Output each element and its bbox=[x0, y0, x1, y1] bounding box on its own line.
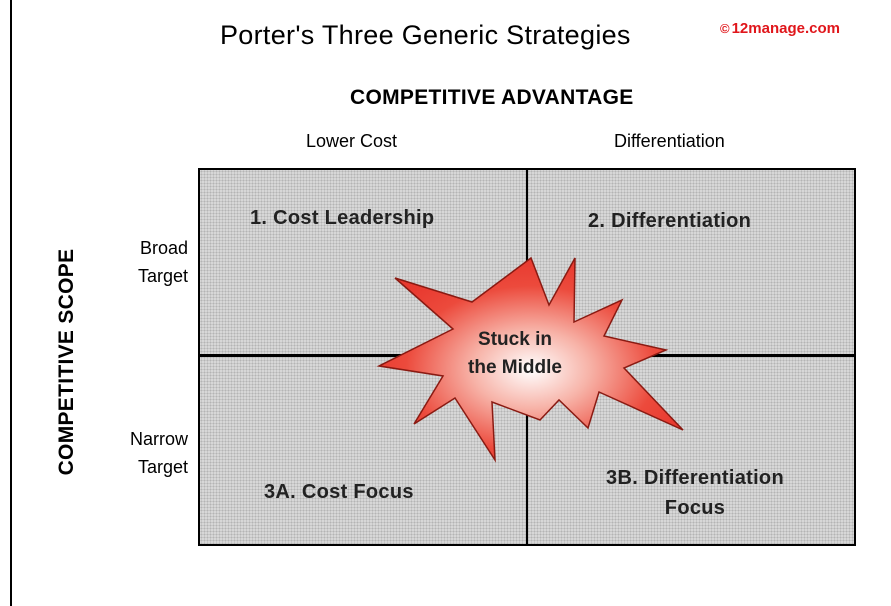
stuck-in-the-middle-label: Stuck in the Middle bbox=[468, 329, 562, 378]
quadrant-differentiation-focus: 3B. Differentiation Focus bbox=[606, 467, 784, 519]
quadrant-differentiation: 2. Differentiation bbox=[588, 210, 752, 232]
burst-shape bbox=[376, 256, 684, 463]
quadrant-cost-focus: 3A. Cost Focus bbox=[264, 481, 414, 503]
row-label-broad-target: Broad Target bbox=[137, 238, 188, 286]
quadrant-cost-leadership: 1. Cost Leadership bbox=[250, 207, 435, 229]
copyright-icon: © bbox=[720, 21, 730, 36]
credit-text: 12manage.com bbox=[731, 20, 840, 37]
column-label-differentiation: Differentiation bbox=[614, 131, 725, 151]
horizontal-axis-title: COMPETITIVE ADVANTAGE bbox=[350, 86, 634, 109]
column-label-lower-cost: Lower Cost bbox=[306, 131, 398, 151]
source-credit: ©12manage.com bbox=[720, 20, 840, 37]
row-label-narrow-target: Narrow Target bbox=[129, 429, 188, 477]
left-border-line bbox=[10, 0, 12, 606]
diagram-title: Porter's Three Generic Strategies bbox=[220, 20, 631, 50]
